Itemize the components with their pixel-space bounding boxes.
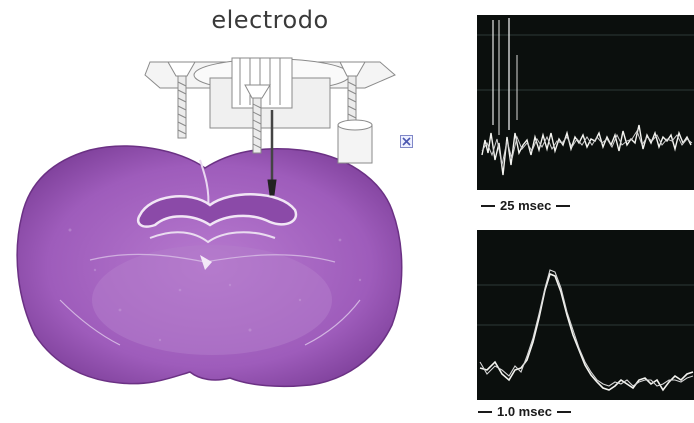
scope-trace-top: [477, 15, 694, 190]
trace-top-waveform: [477, 15, 694, 190]
brain-electrode-illustration: [0, 0, 470, 423]
scale-tick-right: [557, 411, 571, 413]
scale-label-top: 25 msec: [500, 198, 551, 213]
trace-bottom-waveform: [477, 230, 694, 400]
scale-tick-right: [556, 205, 570, 207]
scale-label-bottom: 1.0 msec: [497, 404, 552, 419]
scope-trace-bottom: [477, 230, 694, 400]
scale-tick-left: [481, 205, 495, 207]
scale-tick-left: [478, 411, 492, 413]
scale-bar-top: 25 msec: [481, 198, 570, 213]
scale-bar-bottom: 1.0 msec: [478, 404, 571, 419]
brain-section: [17, 146, 402, 386]
close-x-icon[interactable]: [400, 135, 413, 148]
